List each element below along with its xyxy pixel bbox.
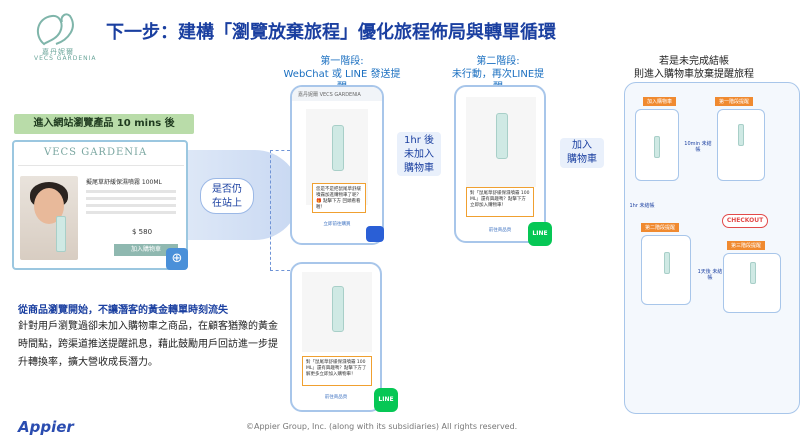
offsite-product-bottle	[332, 286, 344, 332]
connector-vertical	[270, 150, 271, 270]
wait-10min: 10min 未結帳	[684, 141, 712, 153]
webchat-link[interactable]: 立即前往購買	[323, 222, 351, 227]
webchat-icon	[366, 226, 384, 242]
stage2-product-bottle	[496, 113, 508, 159]
bottom-heading: 從商品瀏覽開始，不讓潛客的黃金轉單時刻流失	[18, 305, 228, 316]
arrow-1hr: 1hr 後 未加入 購物車	[397, 132, 441, 176]
offsite-message: 對「鼠尾草舒緩保濕噴霧 100 ML」還有興趣嗎？點擊下方了解更多立即加入購物車…	[302, 356, 372, 386]
appier-logo: Appier	[18, 418, 74, 436]
first-bottle	[738, 124, 744, 146]
website-screenshot: VECS GARDENIA 擬尾草舒緩保濕噴霧 100ML $ 580 加入購物…	[12, 140, 188, 270]
webchat-header: 嘉丹妮爾 VECS GARDENIA	[292, 87, 382, 101]
bottom-body: 針對用戶瀏覽過卻未加入購物車之商品，在顧客猶豫的黃金時間點，跨渠道推送提醒訊息，…	[18, 321, 278, 368]
arrow-add-to-cart: 加入 購物車	[560, 138, 604, 168]
step-first-label: 第一階段提醒	[715, 97, 754, 106]
checkout-badge: CHECKOUT	[722, 214, 768, 228]
step-third-label: 第三階段提醒	[727, 241, 766, 250]
step-cart-label: 加入購物車	[643, 97, 677, 106]
copyright: ©Appier Group, Inc. (along with its subs…	[246, 422, 518, 431]
stage3-desc: 則進入購物車放棄提醒旅程	[634, 69, 754, 80]
add-to-cart-button[interactable]: 加入購物車	[114, 244, 178, 256]
second-bottle	[664, 252, 670, 274]
third-bottle	[750, 262, 756, 284]
line-phone-offsite: 對「鼠尾草舒緩保濕噴霧 100 ML」還有興趣嗎？點擊下方了解更多立即加入購物車…	[290, 262, 382, 412]
still-on-site-question: 是否仍 在站上	[200, 178, 254, 214]
arrow1-line3: 購物車	[404, 163, 434, 174]
second-reminder-phone	[641, 235, 691, 305]
model-photo	[20, 176, 78, 260]
cart-phone	[635, 109, 679, 181]
connector-top	[270, 150, 290, 151]
product-description	[86, 190, 176, 218]
arrow1-line2: 未加入	[404, 149, 434, 160]
brand-name-en: VECS GARDENIA	[34, 55, 97, 62]
wait-1hr: 1hr 未結帳	[629, 203, 655, 209]
stage2-title: 第二階段:	[476, 56, 520, 67]
cart-bottle	[654, 136, 660, 158]
first-reminder-phone	[717, 109, 765, 181]
page-title: 下一步：建構「瀏覽放棄旅程」優化旅程佈局與轉單循環	[106, 22, 556, 43]
cart-abandon-journey: 加入購物車 第一階段提醒 10min 未結帳 1hr 未結帳 第二階段提醒 第三…	[624, 82, 800, 414]
line-icon-offsite: LINE	[374, 388, 398, 412]
product-bottle	[56, 216, 66, 252]
wait-1day: 1天後 未結帳	[697, 269, 723, 281]
site-nav	[18, 161, 184, 166]
stage3-title: 若是未完成結帳	[659, 56, 729, 67]
product-price: $ 580	[132, 228, 153, 236]
webchat-phone: 嘉丹妮爾 VECS GARDENIA 您是不是把鼠尾草舒緩噴霧加進購物車了呢？ …	[290, 85, 384, 245]
stage2-link[interactable]: 前往商品頁	[488, 228, 512, 233]
product-name: 擬尾草舒緩保濕噴霧 100ML	[86, 179, 162, 186]
site-brand: VECS GARDENIA	[44, 147, 148, 158]
question-line2: 在站上	[212, 198, 242, 209]
line-phone-stage2: 對「鼠尾草舒緩保濕噴霧 100 ML」還有興趣嗎？點擊下方立即加入購物車！ 前往…	[454, 85, 546, 243]
brand-logo-mark	[36, 13, 74, 46]
brand-name-cn: 嘉丹妮爾	[42, 48, 74, 56]
arrow2-line2: 購物車	[567, 154, 597, 165]
webchat-product-bottle	[332, 125, 344, 171]
arrow1-line1: 1hr 後	[404, 135, 434, 146]
stage1-title: 第一階段:	[320, 56, 364, 67]
stage3-label: 若是未完成結帳 則進入購物車放棄提醒旅程	[634, 55, 754, 81]
connector-bottom	[270, 270, 290, 271]
entry-badge: 進入網站瀏覽產品 10 mins 後	[14, 114, 194, 134]
arrow2-line1: 加入	[572, 140, 592, 151]
third-reminder-phone	[723, 253, 781, 313]
webchat-message: 您是不是把鼠尾草舒緩噴霧加進購物車了呢？ 🎁 點擊下方 回頭看看喔！	[312, 183, 366, 213]
offsite-link[interactable]: 前往商品頁	[324, 395, 348, 400]
step-second-label: 第二階段提醒	[641, 223, 680, 232]
stage2-message: 對「鼠尾草舒緩保濕噴霧 100 ML」還有興趣嗎？點擊下方立即加入購物車！	[466, 187, 534, 217]
line-icon: LINE	[528, 222, 552, 246]
globe-icon: ⊕	[166, 248, 188, 270]
question-line1: 是否仍	[212, 184, 242, 195]
